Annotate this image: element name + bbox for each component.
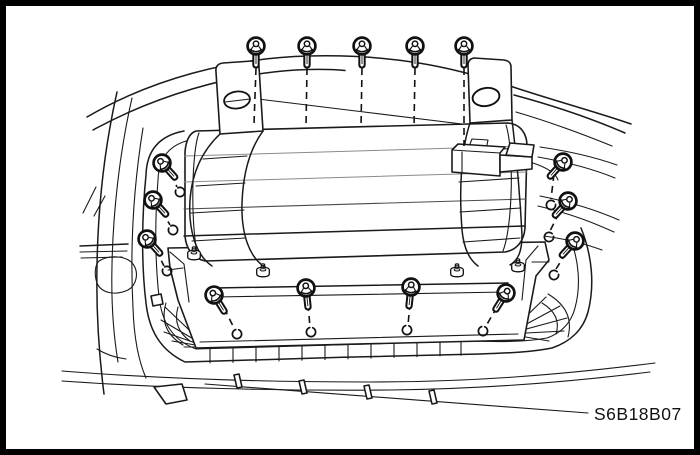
clip-tab <box>298 379 308 395</box>
strap-bolt-slot <box>471 86 501 108</box>
airbag-module-cylinder <box>183 122 528 262</box>
strap-bolt-slot <box>223 90 251 110</box>
instrument-panel-sweep-lines <box>86 55 632 147</box>
clip-tab <box>153 383 188 405</box>
left-mounting-strap <box>188 60 266 268</box>
clip-tab <box>363 384 373 400</box>
leader-line <box>204 383 589 414</box>
wiring-connector-block <box>451 138 559 181</box>
left-pillar-lines <box>79 91 147 395</box>
corner-rib-fan-left <box>150 293 208 348</box>
lower-dash-edge <box>61 362 656 414</box>
part-code-label: S6B18B07 <box>594 404 682 424</box>
clip-tab <box>428 389 438 405</box>
clip-tab <box>233 373 243 389</box>
